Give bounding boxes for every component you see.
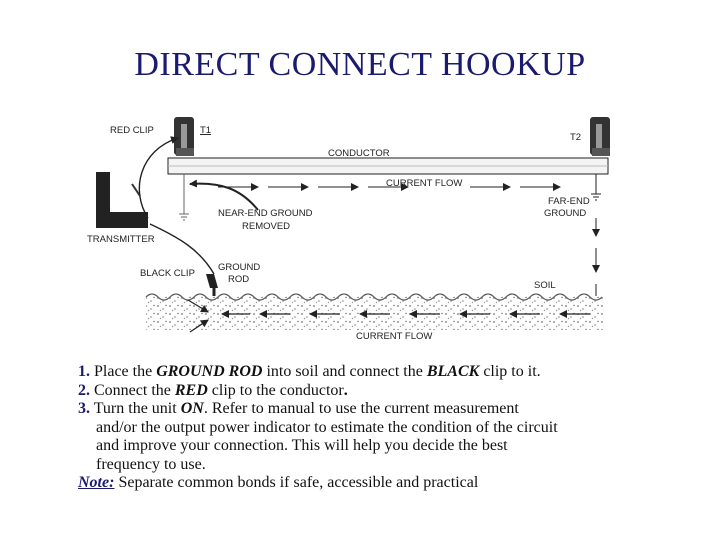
instructions: 1. Place the GROUND ROD into soil and co…: [78, 363, 678, 493]
near-end-ground-symbol: [179, 174, 189, 221]
step-2-number: 2.: [78, 381, 90, 399]
t1-clamp: [174, 117, 194, 156]
transmitter-label: TRANSMITTER: [87, 234, 155, 245]
current-flow-top-label: CURRENT FLOW: [386, 178, 462, 189]
step-2-red: RED: [174, 381, 208, 399]
black-clip-label: BLACK CLIP: [140, 268, 195, 279]
conductor-label: CONDUCTOR: [328, 148, 390, 159]
step-2-text-c: clip to the conductor: [207, 381, 344, 399]
step-3-text-a: Turn the unit: [93, 400, 181, 417]
conductor-pipe: [167, 157, 609, 175]
ground-rod-label-2: ROD: [228, 274, 249, 285]
note-text: Separate common bonds if safe, accessibl…: [114, 474, 479, 491]
near-end-removed-arrow: [189, 179, 259, 211]
step-2-text-a: Connect the: [94, 381, 175, 399]
step-3-number: 3.: [78, 400, 90, 417]
current-flow-bottom-label: CURRENT FLOW: [356, 331, 432, 342]
transmitter-unit: [96, 172, 148, 228]
red-clip-label: RED CLIP: [110, 125, 154, 136]
near-end-ground-label-2: REMOVED: [242, 221, 290, 232]
t2-label: T2: [570, 132, 581, 143]
step-1-ground-rod: GROUND ROD: [156, 363, 263, 380]
far-end-ground-label-1: FAR-END: [548, 196, 590, 207]
step-1: 1. Place the GROUND ROD into soil and co…: [78, 363, 678, 382]
step-1-black: BLACK: [426, 363, 480, 380]
step-3: 3. Turn the unit ON. Refer to manual to …: [78, 400, 678, 419]
ground-rod-label-1: GROUND: [218, 262, 260, 273]
black-clip: [206, 274, 218, 288]
step-1-text-a: Place the: [94, 363, 157, 380]
red-clip-lead: [138, 136, 179, 219]
step-2: 2. Connect the RED clip to the conductor…: [78, 382, 678, 401]
t2-clamp: [590, 117, 610, 156]
black-clip-lead: [149, 223, 215, 275]
current-flow-bottom-arrows: [187, 299, 590, 333]
note-label: Note:: [78, 474, 115, 491]
step-1-number: 1.: [78, 363, 90, 380]
page-title: DIRECT CONNECT HOOKUP: [134, 46, 586, 83]
step-3-line-2: and/or the output power indicator to est…: [96, 418, 558, 436]
t1-label: T1: [200, 125, 211, 136]
step-3-text-c: . Refer to manual to use the current mea…: [203, 400, 519, 417]
step-3-line-4: frequency to use.: [96, 455, 206, 473]
step-3-line-3: and improve your connection. This will h…: [96, 437, 508, 454]
soil-label: SOIL: [534, 280, 556, 291]
step-1-text-e: clip to it.: [479, 363, 541, 380]
hookup-diagram: RED CLIP T1 T2 CONDUCTOR CURRENT FLOW FA…: [87, 117, 610, 342]
step-3-on: ON: [180, 400, 204, 417]
step-2-period: .: [343, 381, 348, 399]
far-end-ground-symbol: [591, 174, 601, 201]
near-end-ground-label-1: NEAR-END GROUND: [218, 208, 313, 219]
soil-band: [145, 293, 604, 330]
note: Note: Separate common bonds if safe, acc…: [78, 474, 678, 493]
far-end-ground-label-2: GROUND: [544, 208, 586, 219]
step-1-text-c: into soil and connect the: [262, 363, 427, 380]
